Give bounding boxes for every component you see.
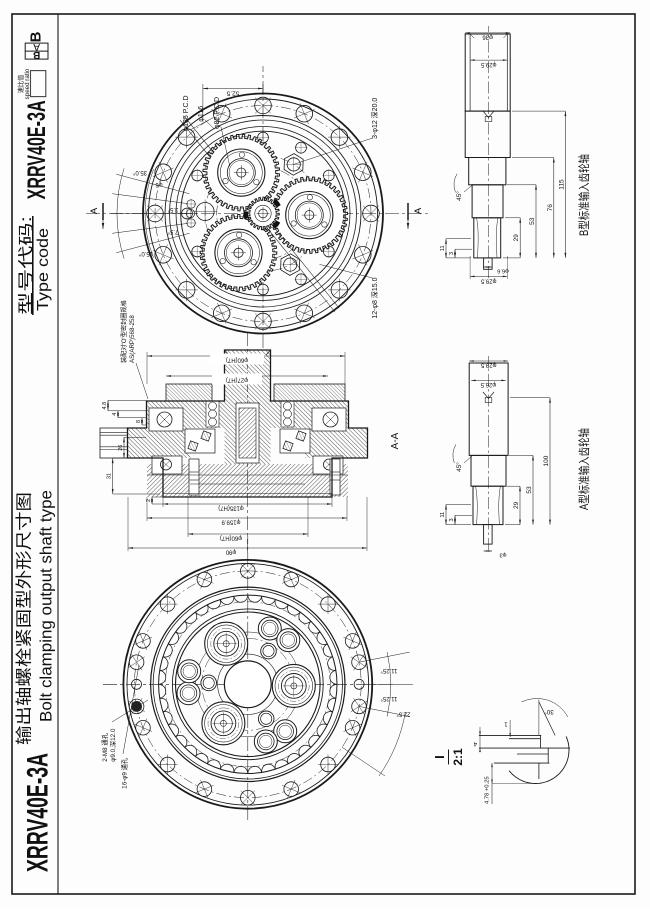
svg-text:B: B — [33, 49, 40, 60]
svg-text:B型标准输入齿轮轴: B型标准输入齿轮轴 — [577, 154, 591, 236]
svg-text:XRRV40E-3A: XRRV40E-3A — [23, 100, 51, 199]
svg-text:AS(ARP)568-258: AS(ARP)568-258 — [129, 315, 136, 363]
svg-text:装配对'O'型密封圈规格: 装配对'O'型密封圈规格 — [120, 299, 128, 363]
svg-text:φ9.0,深12.0: φ9.0,深12.0 — [108, 728, 117, 762]
svg-text:3-φ12 深20.0: 3-φ12 深20.0 — [370, 98, 379, 139]
svg-text:φ26.5: φ26.5 — [480, 381, 496, 387]
svg-text:φ82 P.C.D: φ82 P.C.D — [214, 97, 221, 129]
svg-text:速比值: 速比值 — [17, 75, 25, 94]
svg-text:输出轴螺栓紧固型外形尺寸图: 输出轴螺栓紧固型外形尺寸图 — [15, 492, 34, 745]
svg-text:100: 100 — [543, 455, 550, 466]
svg-text:φ27(H7): φ27(H7) — [226, 377, 248, 383]
svg-text:11: 11 — [440, 512, 446, 518]
svg-text:4: 4 — [473, 740, 477, 746]
svg-text:φ36: φ36 — [482, 34, 493, 40]
svg-text:22.5°: 22.5° — [396, 710, 411, 716]
svg-text:1: 1 — [504, 721, 508, 727]
svg-text:52.5: 52.5 — [226, 90, 239, 97]
svg-text:4.78 +0.25: 4.78 +0.25 — [485, 776, 491, 804]
svg-text:3.5°: 3.5° — [167, 206, 178, 212]
svg-text:φ29.5: φ29.5 — [480, 278, 496, 284]
svg-text:31: 31 — [107, 473, 113, 479]
svg-text:115: 115 — [558, 179, 565, 190]
svg-text:3: 3 — [449, 252, 455, 255]
svg-text:8: 8 — [136, 420, 142, 423]
svg-text:53: 53 — [529, 217, 536, 225]
svg-text:φ3: φ3 — [500, 552, 507, 558]
svg-text:29: 29 — [513, 234, 520, 242]
svg-text:A: A — [89, 207, 100, 214]
svg-text:3: 3 — [449, 518, 455, 521]
svg-text:2:1: 2:1 — [451, 748, 465, 766]
svg-text:A-A: A-A — [390, 432, 401, 449]
svg-text:型号代码:: 型号代码: — [17, 216, 35, 315]
svg-text:7.5°: 7.5° — [167, 228, 178, 234]
svg-text:2-M8 通孔: 2-M8 通孔 — [100, 732, 109, 761]
svg-text:φ29.5: φ29.5 — [480, 61, 496, 67]
svg-text:φ90: φ90 — [225, 549, 236, 555]
svg-text:Type code: Type code — [35, 228, 52, 311]
svg-text:A: A — [413, 207, 424, 214]
svg-text:I: I — [432, 755, 447, 759]
svg-text:45°: 45° — [455, 191, 463, 201]
svg-text:2: 2 — [146, 499, 152, 502]
svg-text:B: B — [28, 31, 45, 42]
svg-text:76: 76 — [547, 204, 554, 212]
svg-text:26: 26 — [118, 445, 124, 451]
svg-text:45°: 45° — [455, 462, 463, 472]
svg-text:φ6: φ6 — [155, 181, 163, 187]
svg-text:4.8: 4.8 — [102, 402, 108, 410]
svg-text:15.0°: 15.0° — [138, 250, 153, 256]
svg-text:12-φ8 深15.0: 12-φ8 深15.0 — [370, 277, 379, 318]
svg-text:φ60(H7): φ60(H7) — [226, 357, 248, 363]
svg-text:φ29.5: φ29.5 — [480, 362, 496, 368]
svg-text:φ60(H7): φ60(H7) — [220, 535, 242, 541]
svg-text:11.25°: 11.25° — [380, 695, 398, 701]
svg-text:30°: 30° — [544, 708, 554, 715]
svg-text:XRRV40E-3A: XRRV40E-3A — [22, 753, 55, 872]
svg-text:φ116: φ116 — [198, 106, 205, 122]
svg-text:speed ratio: speed ratio — [24, 68, 31, 99]
svg-text:A: A — [33, 41, 40, 52]
svg-text:29: 29 — [513, 501, 520, 509]
svg-text:35.0°: 35.0° — [132, 169, 147, 175]
svg-text:11: 11 — [440, 245, 446, 251]
svg-text:16-φ9 通孔: 16-φ9 通孔 — [120, 757, 129, 789]
svg-text:φ6.6: φ6.6 — [497, 268, 509, 274]
svg-text:A型标准输入齿轮轴: A型标准输入齿轮轴 — [577, 428, 591, 510]
svg-text:Bolt clamping output shaft typ: Bolt clamping output shaft type — [37, 490, 56, 722]
svg-text:4: 4 — [112, 413, 118, 416]
svg-text:φ135(H7): φ135(H7) — [218, 505, 244, 511]
svg-text:φ135 P.C.D: φ135 P.C.D — [183, 95, 190, 131]
svg-text:φ159.9: φ159.9 — [221, 519, 241, 525]
svg-text:11.25°: 11.25° — [380, 667, 398, 673]
svg-text:53: 53 — [526, 486, 533, 494]
